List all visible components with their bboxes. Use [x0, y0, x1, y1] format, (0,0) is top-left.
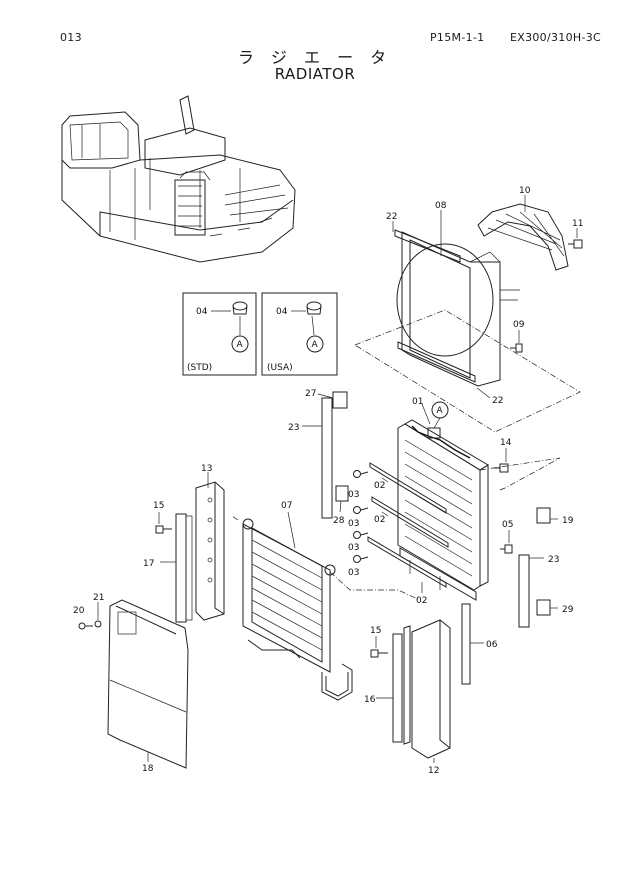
ref-marker-std: A [237, 340, 244, 350]
bolt-20 [78, 622, 86, 630]
cover-18 [107, 599, 189, 769]
callout-03c: 03 [348, 543, 359, 553]
stay-rods [367, 462, 449, 588]
bolt-15-left [155, 525, 172, 534]
callout-20: 20 [73, 606, 85, 616]
callout-07: 07 [281, 501, 292, 511]
callout-06: 06 [486, 640, 498, 650]
bracket-12 [403, 619, 451, 759]
callout-03d: 03 [348, 568, 359, 578]
callout-18: 18 [142, 764, 154, 774]
callout-15b: 15 [370, 626, 381, 636]
ref-marker-usa: A [312, 340, 319, 350]
callout-03a: 03 [348, 490, 359, 500]
fan-shroud [394, 229, 520, 387]
callout-09: 09 [513, 320, 525, 330]
detail-box-std: 04 A (STD) [182, 292, 257, 376]
callout-27: 27 [305, 389, 316, 399]
label-std: (STD) [187, 363, 212, 373]
callout-12: 12 [428, 766, 439, 776]
callout-29: 29 [562, 605, 574, 615]
excavator-illustration [61, 95, 296, 263]
reference-number: P15M-1-1 [430, 31, 485, 44]
seal-strips [321, 391, 551, 628]
callout-04-usa: 04 [276, 307, 288, 317]
callout-04-std: 04 [196, 307, 208, 317]
callout-21: 21 [93, 593, 104, 603]
callout-23b: 23 [548, 555, 559, 565]
callout-14: 14 [500, 438, 512, 448]
page-number: 013 [60, 31, 82, 44]
callout-22a: 22 [386, 212, 397, 222]
bolts-03 [353, 470, 369, 563]
seal-16 [392, 633, 403, 743]
callout-10: 10 [519, 186, 531, 196]
bolt-09 [510, 343, 523, 353]
bolt-05 [500, 544, 513, 554]
callout-labels: 01 02 02 02 03 03 03 03 05 06 07 08 09 1… [73, 186, 583, 776]
callout-02b: 02 [374, 515, 385, 525]
callout-05: 05 [502, 520, 513, 530]
fan-guard [477, 203, 569, 271]
callout-02a: 02 [374, 481, 385, 491]
callout-22b: 22 [492, 396, 503, 406]
callout-17: 17 [143, 559, 154, 569]
callout-19: 19 [562, 516, 574, 526]
model-number: EX300/310H-3C [510, 31, 602, 44]
bracket-13 [195, 481, 225, 621]
title-japanese: ラ ジ エ ー タ [237, 48, 393, 67]
oil-cooler [242, 518, 353, 701]
bolt-11 [568, 239, 583, 249]
callout-03b: 03 [348, 519, 359, 529]
callout-15a: 15 [153, 501, 164, 511]
callout-01: 01 [412, 397, 423, 407]
callout-16: 16 [364, 695, 376, 705]
bolt-15-right [370, 649, 388, 658]
label-usa: (USA) [267, 363, 293, 373]
washer-21 [94, 620, 102, 628]
radiator-core [397, 419, 489, 601]
part-06 [461, 603, 471, 685]
callout-23a: 23 [288, 423, 299, 433]
title-english: RADIATOR [274, 65, 356, 83]
seal-17 [175, 513, 187, 623]
callout-28: 28 [333, 516, 345, 526]
callout-11: 11 [572, 219, 583, 229]
callout-08: 08 [435, 201, 447, 211]
callout-13: 13 [201, 464, 212, 474]
detail-box-usa: 04 A (USA) [261, 292, 338, 376]
ref-marker-a-core-label: A [437, 406, 444, 416]
bolt-14 [494, 463, 509, 473]
callout-02c: 02 [416, 596, 427, 606]
